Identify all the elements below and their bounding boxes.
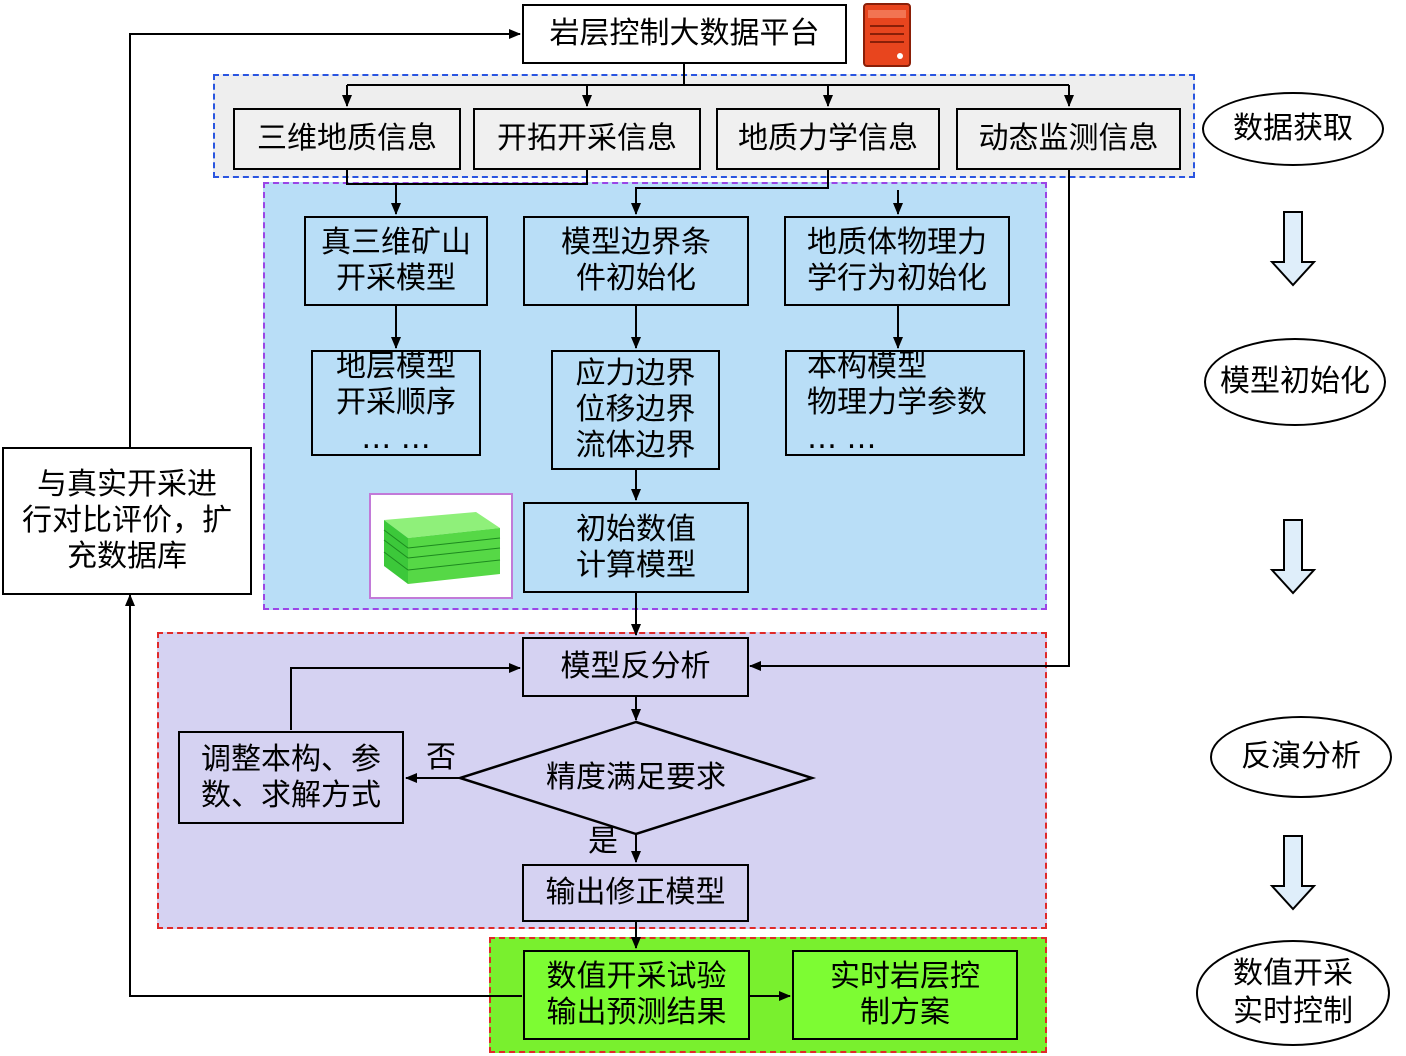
geomechanics-info-box: 地质力学信息 bbox=[716, 108, 940, 170]
yes-label: 是 bbox=[588, 824, 618, 859]
control-plan-box: 实时岩层控 制方案 bbox=[792, 950, 1018, 1040]
no-label: 否 bbox=[426, 740, 456, 775]
development-mining-info-box: 开拓开采信息 bbox=[473, 108, 701, 170]
strata-sequence-box: 地层模型 开采顺序 … … bbox=[311, 349, 481, 456]
decision-diamond bbox=[455, 720, 817, 836]
adjust-params-box: 调整本构、参 数、求解方式 bbox=[178, 731, 404, 824]
stage-arrow-3 bbox=[1269, 835, 1317, 911]
stage-inversion-analysis: 反演分析 bbox=[1210, 716, 1392, 798]
initial-model-box: 初始数值 计算模型 bbox=[523, 502, 749, 593]
big-data-platform-box: 岩层控制大数据平台 bbox=[522, 4, 847, 64]
output-model-box: 输出修正模型 bbox=[522, 864, 749, 922]
stage-realtime-control: 数值开采 实时控制 bbox=[1196, 940, 1390, 1046]
stage-data-acquisition: 数据获取 bbox=[1202, 92, 1384, 166]
geology-3d-info-box: 三维地质信息 bbox=[233, 108, 461, 170]
decision-label: 精度满足要求 bbox=[546, 760, 726, 795]
feedback-evaluation-box: 与真实开采进 行对比评价，扩 充数据库 bbox=[2, 447, 252, 595]
boundary-init-box: 模型边界条 件初始化 bbox=[523, 216, 749, 306]
boundary-types-box: 应力边界 位移边界 流体边界 bbox=[551, 350, 720, 470]
model-thumbnail bbox=[369, 493, 513, 599]
physical-behavior-init-box: 地质体物理力 学行为初始化 bbox=[784, 216, 1010, 306]
server-icon bbox=[863, 3, 911, 67]
stage-model-initialization: 模型初始化 bbox=[1204, 338, 1386, 426]
constitutive-params-box: 本构模型 物理力学参数 … … bbox=[785, 349, 1025, 456]
mine-model-box: 真三维矿山 开采模型 bbox=[304, 216, 488, 306]
numerical-trial-box: 数值开采试验 输出预测结果 bbox=[523, 950, 750, 1040]
stage-arrow-1 bbox=[1269, 211, 1317, 287]
stage-arrow-2 bbox=[1269, 519, 1317, 595]
back-analysis-box: 模型反分析 bbox=[522, 637, 749, 697]
dynamic-monitoring-info-box: 动态监测信息 bbox=[956, 108, 1181, 170]
